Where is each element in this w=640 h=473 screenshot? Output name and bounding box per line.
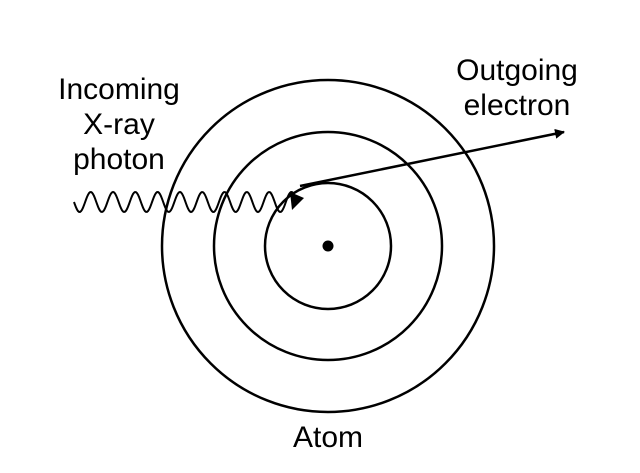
middle-electron-shell [212, 130, 444, 362]
photon-arrowhead [290, 192, 304, 210]
incoming-label-line-3: photon [73, 143, 165, 176]
incoming-photon-wave [73, 190, 295, 214]
outgoing-label-line-2: electron [463, 89, 571, 122]
inner-electron-shell [263, 181, 393, 311]
outer-electron-shell [160, 78, 496, 414]
outgoing-electron-label: Outgoing electron [442, 53, 592, 123]
incoming-label-line-2: X-ray [83, 108, 155, 141]
incoming-photon-label: Incoming X-ray photon [44, 72, 194, 177]
nucleus [322, 240, 334, 252]
outgoing-electron-arrow [299, 128, 565, 188]
outgoing-label-line-1: Outgoing [456, 54, 578, 87]
incoming-label-line-1: Incoming [58, 73, 180, 106]
atom-label: Atom [292, 421, 364, 454]
